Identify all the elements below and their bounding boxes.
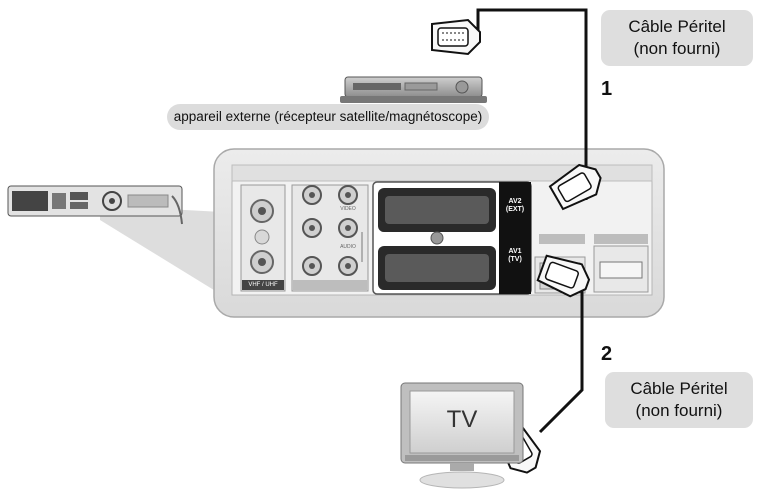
scart-plug-device [431, 18, 481, 56]
video-label: VIDEO [340, 206, 356, 212]
scart-cable-2 [538, 285, 584, 434]
vhf-uhf-label: VHF / UHF [248, 282, 278, 288]
cable-callout-top: Câble Péritel (non fourni) [601, 10, 753, 66]
rear-panel [213, 148, 665, 318]
av1-label: AV1 (TV) [499, 248, 531, 264]
scart-plug-av2 [548, 163, 602, 211]
cable-callout-top-line2: (non fourni) [633, 39, 721, 58]
scart-plug-av1 [536, 254, 591, 298]
step-number-2: 2 [601, 343, 613, 365]
cable-callout-bottom-line2: (non fourni) [635, 401, 723, 420]
zoom-beam [100, 200, 222, 295]
scart-cable-1 [476, 8, 588, 200]
cable-callout-bottom: Câble Péritel (non fourni) [605, 372, 753, 428]
audio-label: AUDIO [340, 244, 356, 250]
tv-set [400, 382, 524, 489]
av1-label-line1: AV1 [508, 248, 522, 255]
av2-label: AV2 (EXT) [499, 198, 531, 214]
av2-label-line1: AV2 [508, 198, 522, 205]
av1-label-line2: (TV) [508, 256, 522, 263]
cable-callout-top-line1: Câble Péritel [628, 17, 726, 36]
external-device-label: appareil externe (récepteur satellite/ma… [167, 104, 489, 130]
cable-callout-bottom-line1: Câble Péritel [630, 379, 728, 398]
external-device [340, 76, 487, 103]
step-number-1: 1 [601, 78, 613, 100]
tv-label: TV [446, 406, 478, 433]
av2-label-line2: (EXT) [505, 206, 525, 213]
player-rear-small [7, 185, 183, 225]
